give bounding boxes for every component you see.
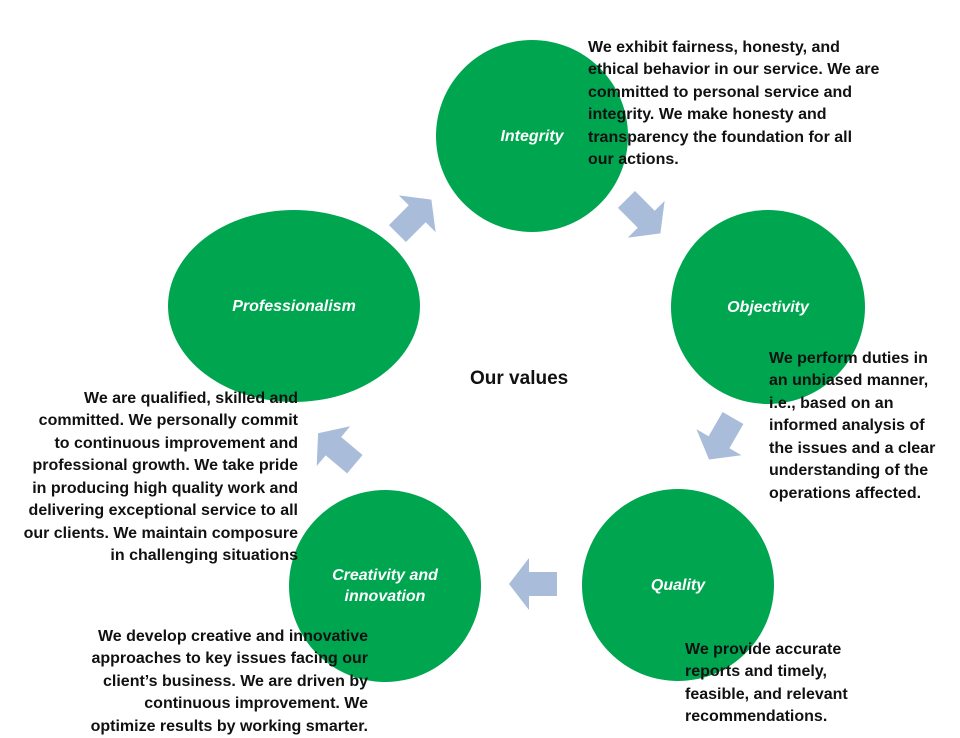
creativity-description: We develop creative and innovative appro… — [60, 603, 368, 738]
integrity-description-text: We exhibit fairness, honesty, and ethica… — [588, 38, 880, 169]
integrity-circle: Integrity — [436, 40, 628, 232]
professionalism-description-text: We are qualified, skilled and committed.… — [23, 389, 298, 565]
quality-circle: Quality — [582, 489, 774, 681]
cycle-arrows — [316, 190, 744, 610]
objectivity-description: We perform duties in an unbiased manner,… — [769, 325, 954, 505]
quality-label: Quality — [650, 576, 706, 594]
quality-description: We provide accurate reports and timely, … — [685, 616, 885, 729]
objectivity-circle: Objectivity — [671, 210, 865, 404]
professionalism-description: We are qualified, skilled and committed.… — [12, 365, 298, 568]
integrity-description: We exhibit fairness, honesty, and ethica… — [588, 14, 898, 172]
arrow-integrity-to-objectivity — [617, 190, 665, 238]
professionalism-circle: Professionalism — [168, 210, 420, 402]
creativity-circle: Creativity and innovation — [289, 490, 481, 682]
arrow-quality-to-creativity — [509, 558, 557, 610]
objectivity-label: Objectivity — [727, 298, 809, 316]
professionalism-label: Professionalism — [232, 297, 356, 315]
center-title: Our values — [470, 368, 569, 389]
arrow-objectivity-to-quality — [696, 411, 744, 460]
creativity-description-text: We develop creative and innovative appro… — [90, 627, 368, 735]
integrity-label: Integrity — [500, 127, 564, 145]
objectivity-description-text: We perform duties in an unbiased manner,… — [769, 349, 936, 502]
creativity-label: Creativity and innovation — [332, 567, 438, 605]
arrow-professionalism-to-integrity — [388, 195, 436, 243]
quality-description-text: We provide accurate reports and timely, … — [685, 640, 848, 726]
arrow-creativity-to-professionalism — [316, 426, 363, 474]
